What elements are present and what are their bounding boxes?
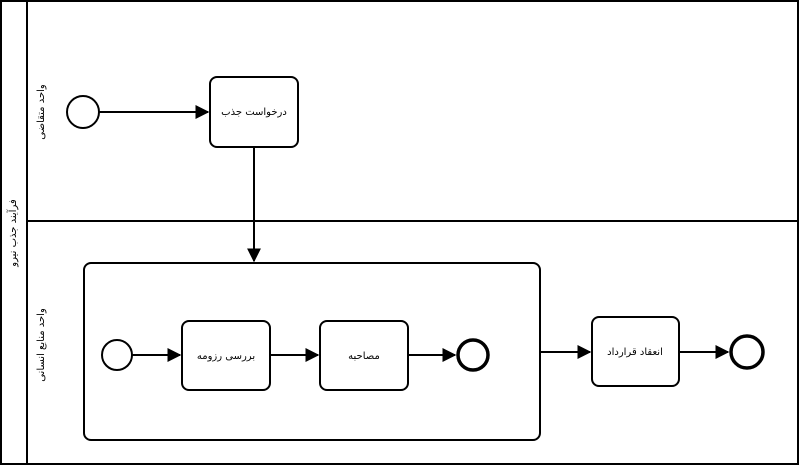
- task-request-label: درخواست جذب: [221, 107, 287, 118]
- task-request[interactable]: درخواست جذب: [209, 76, 299, 148]
- lane-requester[interactable]: واحد متقاضی: [36, 84, 47, 140]
- task-contract-label: انعقاد قرارداد: [607, 347, 663, 358]
- task-review[interactable]: بررسی رزومه: [181, 320, 271, 391]
- task-review-label: بررسی رزومه: [197, 351, 255, 362]
- lane-label-hr: واحد منابع انسانی: [36, 308, 47, 382]
- end-event-main[interactable]: [729, 334, 765, 370]
- task-contract[interactable]: انعقاد قرارداد: [591, 316, 680, 387]
- end-event-sub[interactable]: [456, 338, 490, 372]
- lane-label-requester: واحد متقاضی: [36, 84, 47, 140]
- start-event-main[interactable]: [66, 95, 100, 129]
- start-event-sub[interactable]: [101, 339, 133, 371]
- task-interview-label: مصاحبه: [348, 351, 380, 362]
- task-interview[interactable]: مصاحبه: [319, 320, 409, 391]
- lane-hr[interactable]: واحد منابع انسانی: [36, 308, 47, 382]
- pool-label: فرآیند جذب نیرو: [6, 199, 19, 268]
